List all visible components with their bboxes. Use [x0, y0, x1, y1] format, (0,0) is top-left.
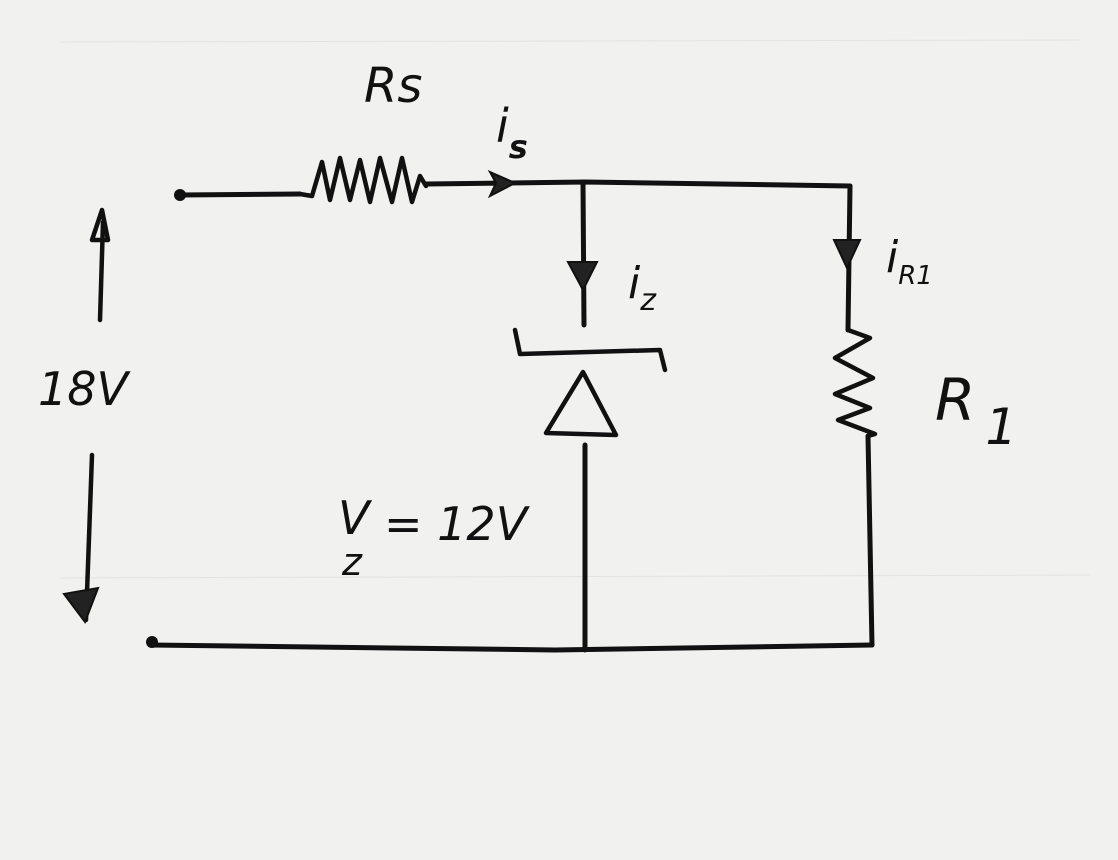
- series-resistor-label-text: Rs: [364, 58, 422, 114]
- load-resistor-label-sub: 1: [985, 398, 1017, 456]
- zener-voltage-value: = 12V: [384, 497, 531, 551]
- zener-voltage-label-sub: z: [341, 540, 363, 584]
- source-voltage-label: 18V: [38, 362, 132, 416]
- source-current-label-sub: s: [509, 128, 528, 166]
- source-current-label: is: [496, 99, 528, 166]
- load-resistor-symbol: [832, 327, 878, 439]
- zener-cathode-bar: [512, 327, 668, 373]
- zener-current-label-sub: z: [639, 283, 657, 318]
- load-current-label-main: i: [886, 232, 899, 283]
- source-current-label-main: i: [496, 99, 509, 153]
- load-resistor-label-main: R: [935, 366, 975, 434]
- source-current-arrow: [487, 169, 518, 199]
- paper-texture: [59, 39, 1091, 579]
- voltage-arrow-up-icon: [89, 207, 111, 243]
- zener-current-label: iz: [628, 258, 657, 318]
- voltage-arrow-down-icon: [62, 586, 100, 625]
- wire-top-left: [177, 191, 303, 198]
- series-resistor-label: Rs: [364, 58, 422, 114]
- wire-zener-top: [580, 179, 587, 328]
- zener-triangle: [543, 369, 619, 438]
- load-current-label: iR1: [886, 232, 933, 291]
- wire-bottom: [147, 642, 875, 653]
- wire-load-bottom: [865, 433, 875, 648]
- zener-current-arrow: [566, 261, 599, 293]
- zener-current-label-main: i: [628, 258, 641, 309]
- zener-voltage-label: V: [338, 491, 373, 545]
- voltage-arrow-up-shaft: [97, 219, 106, 323]
- terminal-bottom: [146, 636, 158, 648]
- load-current-arrow: [832, 239, 862, 271]
- zener-voltage-label-main: V: [338, 491, 373, 545]
- load-current-label-sub: R1: [898, 261, 933, 291]
- wire-top: [423, 179, 853, 189]
- series-resistor-symbol: [297, 155, 429, 205]
